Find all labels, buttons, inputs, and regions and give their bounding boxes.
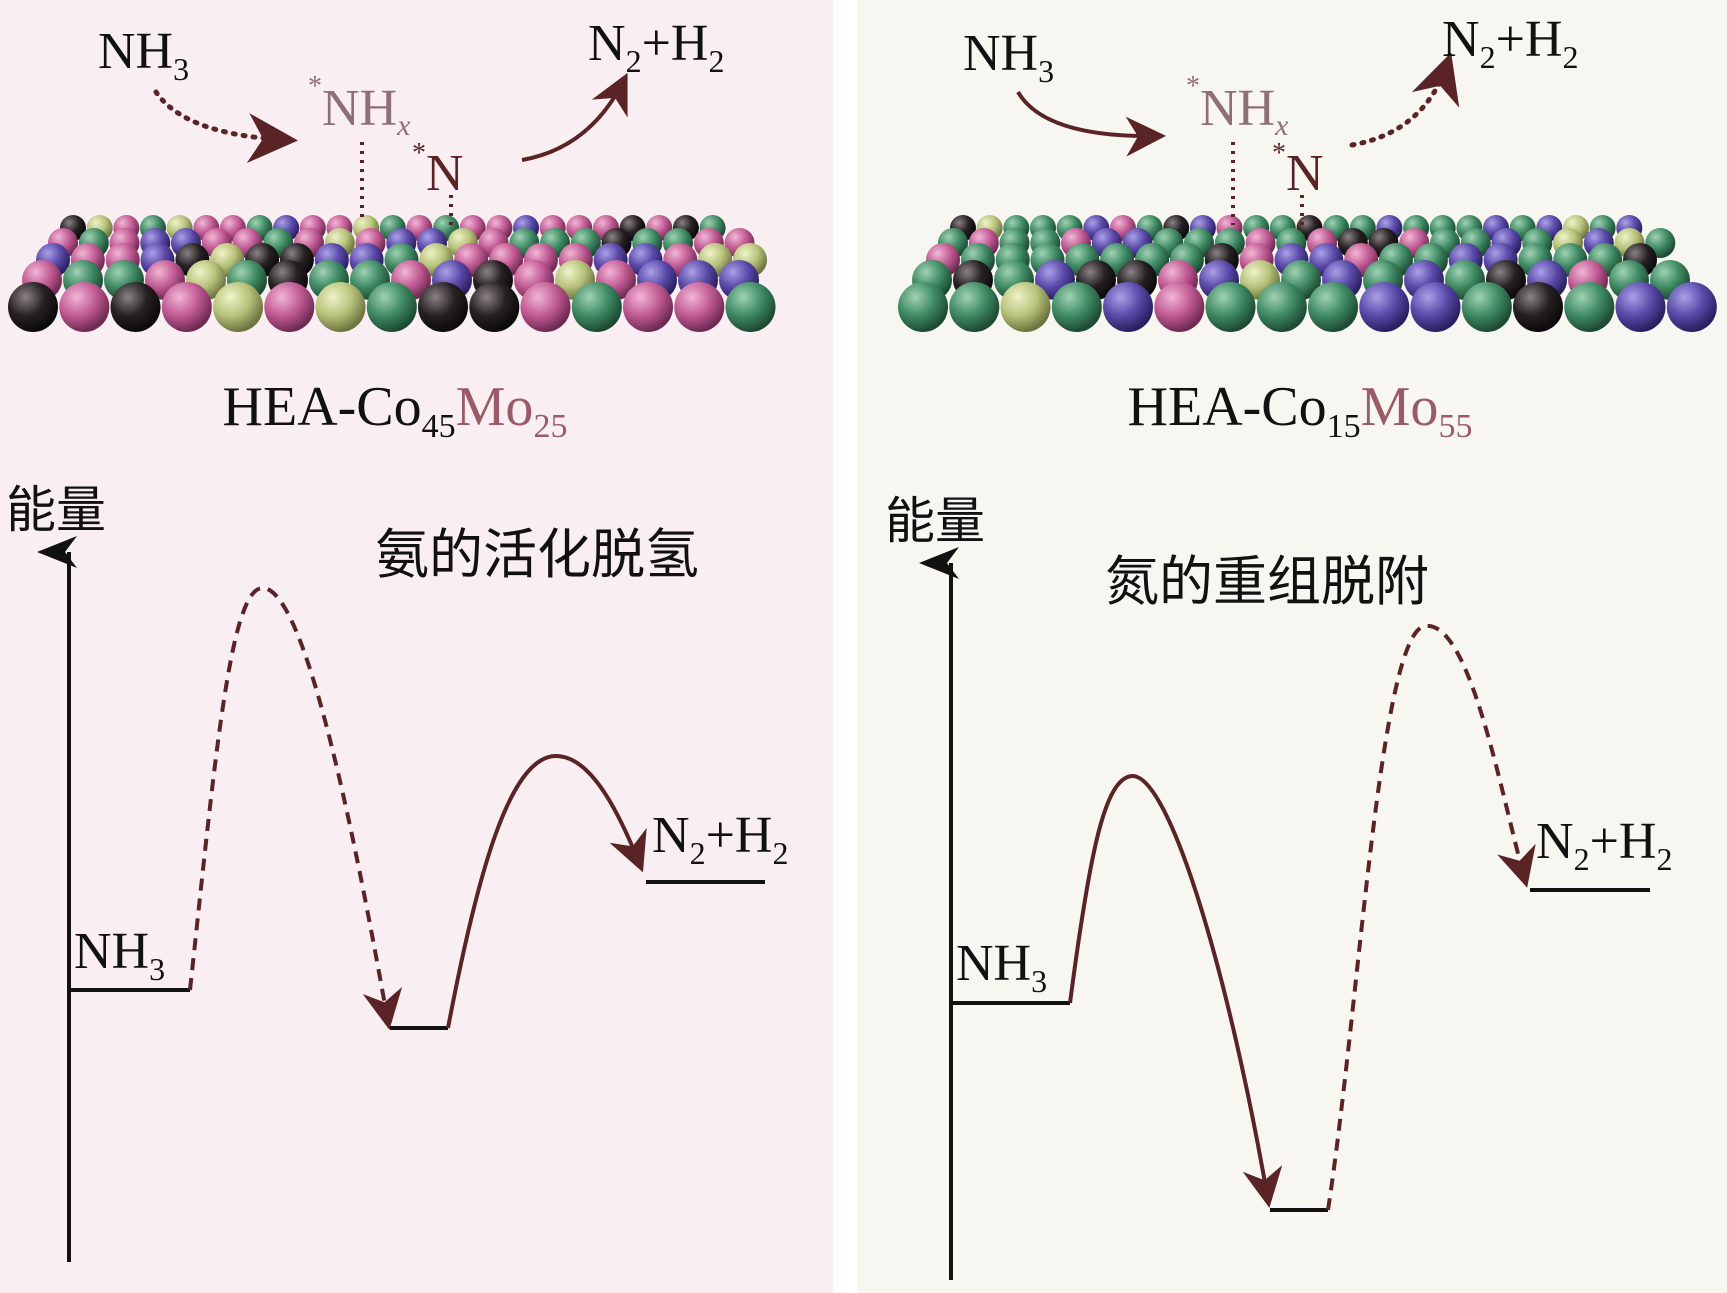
atom bbox=[315, 282, 366, 332]
left-barrier-2-solid bbox=[446, 753, 647, 1029]
atom bbox=[1410, 282, 1461, 332]
right-energy-axis-label: 能量 bbox=[885, 492, 985, 550]
left-catalyst-label: HEA-Co45Mo25 bbox=[223, 376, 568, 445]
atom bbox=[571, 282, 622, 332]
left-intermediate-nhx: *NHx bbox=[308, 71, 411, 142]
right-desorption-arrow bbox=[1349, 52, 1460, 148]
atom bbox=[949, 282, 1000, 332]
right-profile-label-nh3: NH3 bbox=[956, 935, 1047, 999]
right-intermediate-n: *N bbox=[1272, 138, 1324, 202]
atom bbox=[1051, 282, 1102, 332]
atom bbox=[59, 282, 110, 332]
atom bbox=[674, 282, 725, 332]
left-product-n2h2: N2+H2 bbox=[588, 15, 724, 79]
right-panel: NH3 *NHx *N N2+H2 HEA-Co15Mo55 能量 氮的重组脱附… bbox=[885, 11, 1717, 1280]
right-intermediate-nhx: *NHx bbox=[1186, 71, 1289, 142]
left-reactant-nh3: NH3 bbox=[98, 23, 189, 87]
left-panel-background bbox=[0, 0, 833, 1293]
atom bbox=[1103, 282, 1153, 332]
atom bbox=[110, 282, 161, 332]
left-step-label: 氨的活化脱氢 bbox=[375, 523, 699, 586]
atom bbox=[1205, 282, 1256, 332]
left-energy-axis-label: 能量 bbox=[6, 481, 106, 539]
right-surface-slab bbox=[898, 215, 1717, 332]
right-reactant-nh3: NH3 bbox=[963, 25, 1054, 89]
left-profile-label-n2h2: N2+H2 bbox=[652, 807, 788, 871]
atom bbox=[1513, 282, 1563, 332]
right-product-n2h2: N2+H2 bbox=[1442, 11, 1578, 75]
atom bbox=[1666, 282, 1717, 332]
left-surface-slab bbox=[8, 215, 776, 332]
atom bbox=[1308, 282, 1358, 332]
atom bbox=[1564, 282, 1615, 332]
atom bbox=[520, 282, 571, 332]
atom bbox=[1461, 282, 1512, 332]
right-profile-label-n2h2: N2+H2 bbox=[1536, 813, 1672, 877]
atom bbox=[1256, 282, 1307, 332]
atom bbox=[1154, 282, 1205, 332]
atom bbox=[1615, 282, 1666, 332]
right-barrier-2-dashed bbox=[1326, 623, 1536, 1211]
right-adsorption-arrow bbox=[1016, 90, 1166, 157]
atom bbox=[725, 282, 776, 332]
left-barrier-1-dashed bbox=[188, 585, 403, 1030]
left-intermediate-n: *N bbox=[412, 138, 464, 202]
atom bbox=[1000, 282, 1051, 332]
atom bbox=[366, 282, 417, 332]
atom bbox=[161, 282, 212, 332]
right-catalyst-label: HEA-Co15Mo55 bbox=[1128, 376, 1473, 445]
atom bbox=[623, 282, 673, 332]
atom bbox=[418, 282, 468, 332]
right-barrier-1-solid bbox=[1068, 773, 1283, 1208]
right-panel-background bbox=[857, 0, 1727, 1293]
right-step-label: 氮的重组脱附 bbox=[1105, 550, 1429, 613]
atom bbox=[8, 282, 58, 332]
left-adsorption-arrow bbox=[153, 89, 298, 164]
left-desorption-arrow bbox=[521, 72, 628, 162]
atom bbox=[1359, 282, 1410, 332]
atom bbox=[213, 282, 263, 332]
left-profile-label-nh3: NH3 bbox=[74, 923, 165, 987]
panel-gap bbox=[833, 0, 857, 1293]
atom bbox=[469, 282, 520, 332]
atom bbox=[264, 282, 315, 332]
atom bbox=[898, 282, 948, 332]
left-panel: NH3 *NHx *N N2+H2 HEA-Co45Mo25 能量 氨的活化脱氢… bbox=[6, 15, 788, 1262]
